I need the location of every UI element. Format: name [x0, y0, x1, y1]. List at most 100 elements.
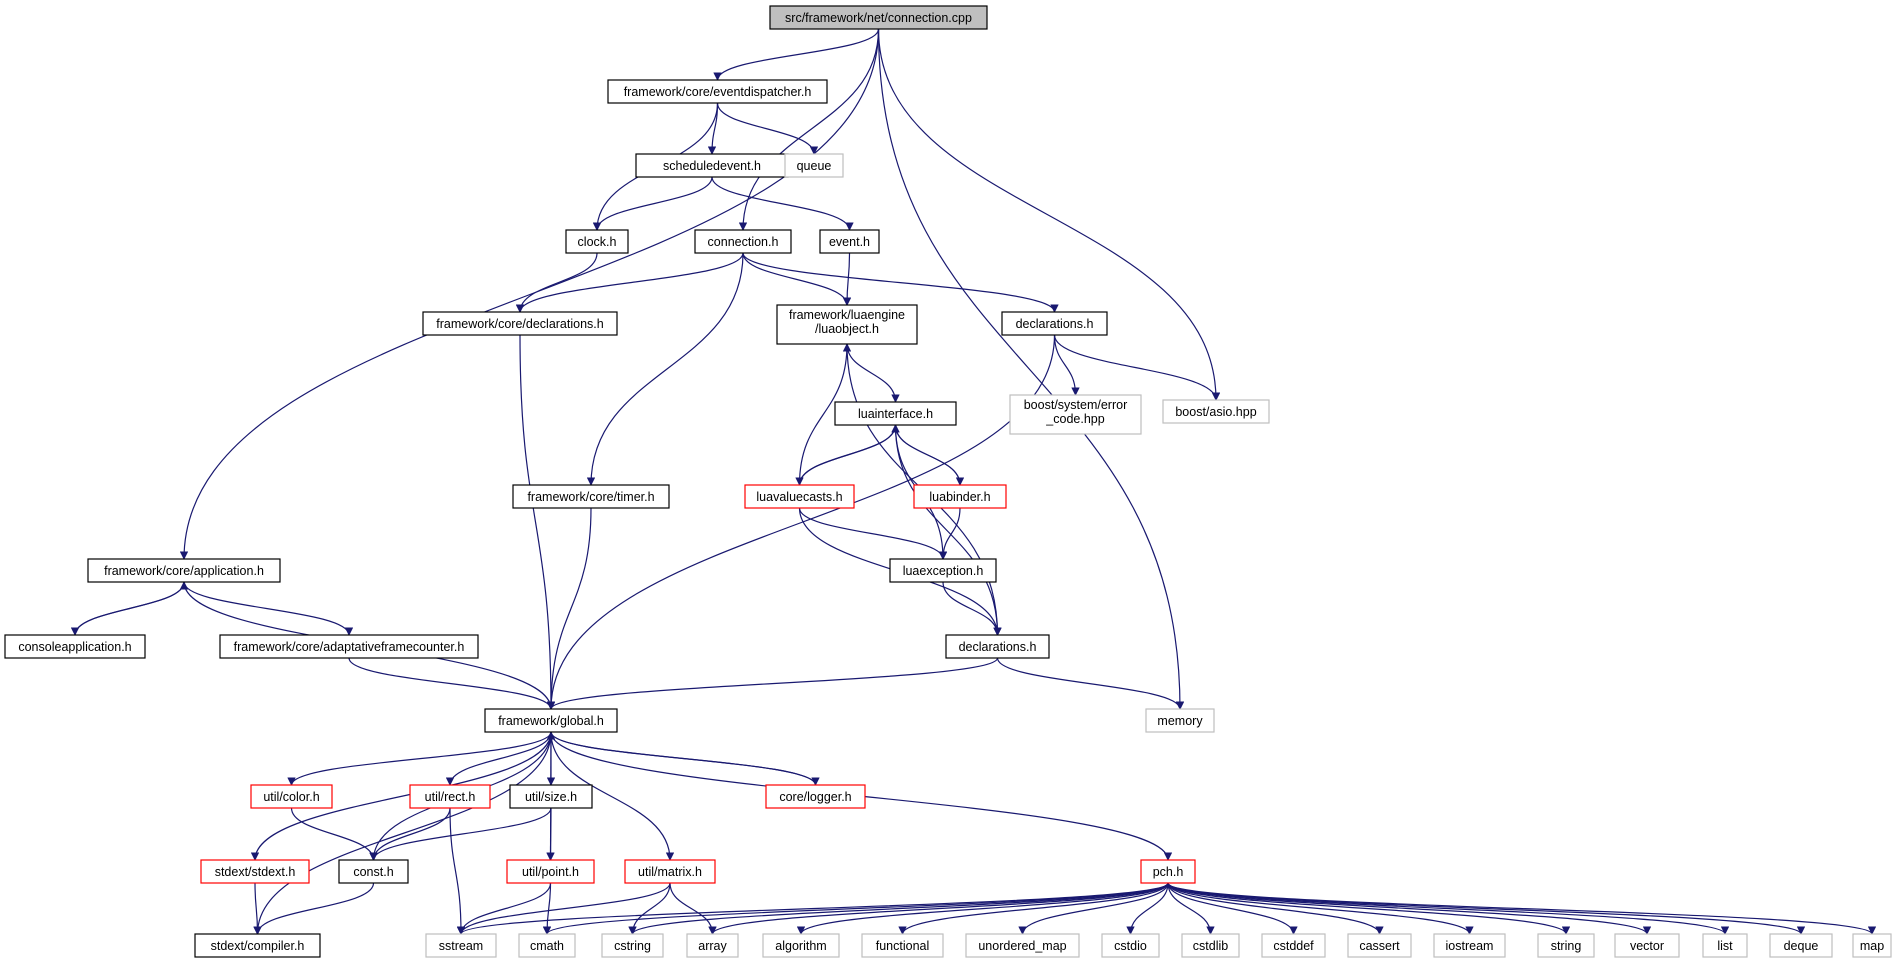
edge-pch-to-cassert [1167, 882, 1384, 935]
node-box [861, 933, 944, 958]
node-label: core/logger.h [779, 790, 851, 804]
edge-connection-to-coredecl [515, 252, 744, 313]
node-cassert: cassert [1347, 933, 1412, 958]
edge-global-to-color [287, 731, 552, 786]
edge-application-to-adaptive [183, 581, 354, 636]
node-pch[interactable]: pch.h [1140, 859, 1196, 884]
node-label: luaexception.h [903, 564, 984, 578]
node-label: declarations.h [1016, 317, 1094, 331]
node-label: deque [1784, 939, 1819, 953]
node-matrix[interactable]: util/matrix.h [624, 859, 716, 884]
node-box [1769, 933, 1833, 958]
node-cstdlib: cstdlib [1181, 933, 1240, 958]
node-eventdispatcher[interactable]: framework/core/eventdispatcher.h [607, 79, 828, 104]
node-list: list [1702, 933, 1748, 958]
node-label: functional [876, 939, 930, 953]
node-compiler[interactable]: stdext/compiler.h [194, 933, 321, 958]
node-connection[interactable]: connection.h [694, 229, 792, 254]
edge-matrix-to-sstream [456, 882, 671, 935]
node-point[interactable]: util/point.h [506, 859, 595, 884]
node-label: scheduledevent.h [663, 159, 761, 173]
edge-pch-to-functional [898, 882, 1169, 935]
node-event[interactable]: event.h [819, 229, 880, 254]
node-netdecl[interactable]: declarations.h [1001, 311, 1108, 336]
edge-global-to-matrix [550, 731, 675, 861]
node-global[interactable]: framework/global.h [484, 708, 618, 733]
node-cmath: cmath [518, 933, 576, 958]
edge-logger-to-global [546, 731, 817, 786]
node-luainterface[interactable]: luainterface.h [834, 401, 957, 426]
node-label: /luaobject.h [815, 322, 879, 336]
node-label: _code.hpp [1045, 412, 1104, 426]
node-label: clock.h [578, 235, 617, 249]
node-luabinder[interactable]: luabinder.h [913, 484, 1007, 509]
node-const[interactable]: const.h [338, 859, 409, 884]
node-timer[interactable]: framework/core/timer.h [512, 484, 670, 509]
edge-connection-to-netdecl [742, 252, 1059, 313]
node-box [1261, 933, 1326, 958]
node-luaexception[interactable]: luaexception.h [889, 558, 997, 583]
edge-root-to-asio [877, 28, 1221, 401]
node-consoleapp[interactable]: consoleapplication.h [4, 634, 146, 659]
node-label: framework/core/timer.h [527, 490, 654, 504]
node-scheduledevent[interactable]: scheduledevent.h [635, 153, 789, 178]
node-application[interactable]: framework/core/application.h [87, 558, 281, 583]
node-boosterr: boost/system/error_code.hpp [1009, 394, 1142, 435]
node-box [1347, 933, 1412, 958]
node-cstdio: cstdio [1101, 933, 1160, 958]
node-color[interactable]: util/color.h [250, 784, 333, 809]
node-box [1614, 933, 1680, 958]
node-luavaluecasts[interactable]: luavaluecasts.h [744, 484, 855, 509]
edge-pch-to-array [708, 882, 1169, 935]
edge-pch-to-algorithm [796, 882, 1169, 935]
node-label: stdext/compiler.h [211, 939, 305, 953]
nodes-layer: src/framework/net/connection.cpp framewor… [4, 5, 1892, 958]
edge-scheduledevent-to-event [711, 176, 854, 231]
edge-stdext-to-compiler [253, 882, 262, 935]
edge-luaexception-to-luadecl [942, 581, 1002, 636]
node-box [509, 784, 593, 809]
node-box [834, 401, 957, 426]
node-box [1001, 311, 1108, 336]
edge-root-to-connection [738, 28, 880, 231]
node-box [889, 558, 997, 583]
node-box [1145, 708, 1215, 733]
node-label: framework/global.h [498, 714, 604, 728]
edge-netdecl-to-asio [1053, 334, 1221, 401]
node-luadecl[interactable]: declarations.h [945, 634, 1050, 659]
edge-luaobject-to-luainterface [846, 343, 900, 403]
node-label: framework/core/application.h [104, 564, 264, 578]
node-box [506, 859, 595, 884]
node-box [1162, 399, 1270, 424]
node-map: map [1852, 933, 1892, 958]
node-stdext[interactable]: stdext/stdext.h [200, 859, 310, 884]
node-box [250, 784, 333, 809]
node-adaptive[interactable]: framework/core/adaptativeframecounter.h [219, 634, 479, 659]
node-coredecl[interactable]: framework/core/declarations.h [422, 311, 618, 336]
node-box [1702, 933, 1748, 958]
edge-luadecl-to-memory [996, 657, 1185, 710]
node-root[interactable]: src/framework/net/connection.cpp [769, 5, 988, 30]
edge-pch-to-cstring [628, 882, 1169, 935]
node-label: framework/core/adaptativeframecounter.h [234, 640, 465, 654]
node-box [194, 933, 321, 958]
node-box [1101, 933, 1160, 958]
edge-luavaluecasts-to-luainterface [798, 424, 900, 486]
node-box [945, 634, 1050, 659]
node-luaobject[interactable]: framework/luaengine/luaobject.h [776, 304, 918, 345]
node-label: event.h [829, 235, 870, 249]
node-size[interactable]: util/size.h [509, 784, 593, 809]
node-logger[interactable]: core/logger.h [765, 784, 866, 809]
node-box [4, 634, 146, 659]
node-rect[interactable]: util/rect.h [409, 784, 491, 809]
edge-pch-to-cstddef [1167, 882, 1298, 935]
node-box [565, 229, 629, 254]
node-clock[interactable]: clock.h [565, 229, 629, 254]
edge-color-to-const [290, 807, 378, 861]
node-box [425, 933, 497, 958]
edge-size-to-const [369, 807, 552, 861]
edge-luainterface-to-luadecl [894, 424, 1002, 636]
node-functional: functional [861, 933, 944, 958]
edge-pch-to-unordered_map [1018, 882, 1169, 935]
node-label: stdext/stdext.h [215, 865, 296, 879]
